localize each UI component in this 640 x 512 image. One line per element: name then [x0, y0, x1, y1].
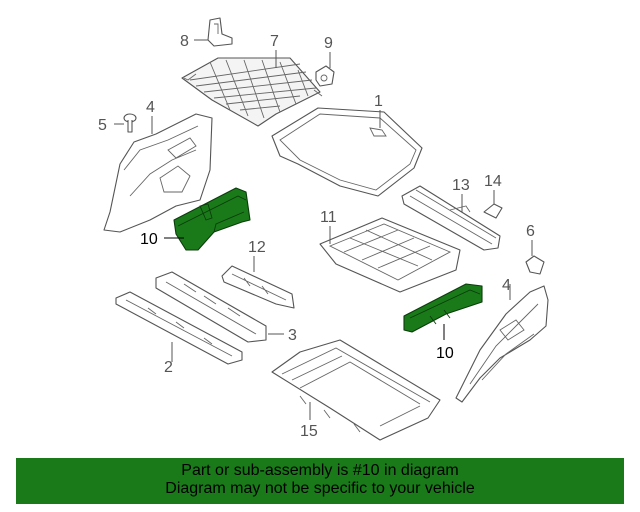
callout-4a[interactable]: 4 [146, 99, 155, 116]
callout-7[interactable]: 7 [270, 33, 279, 50]
part-3-rail [155, 271, 267, 343]
callout-9[interactable]: 9 [324, 35, 333, 52]
banner-line-2: Diagram may not be specific to your vehi… [165, 480, 475, 497]
callout-12[interactable]: 12 [248, 239, 266, 256]
part-10-left-highlighted [173, 187, 251, 251]
callout-10-right[interactable]: 10 [436, 345, 454, 362]
part-12-bracket [221, 265, 295, 309]
part-11-cargo-tray [319, 217, 461, 293]
callout-1[interactable]: 1 [374, 93, 383, 110]
callout-10-left[interactable]: 10 [140, 231, 158, 248]
part-4-right-trim [455, 285, 549, 403]
part-10-right-highlighted [403, 283, 483, 333]
part-7-cargo-net [181, 57, 323, 127]
callout-6[interactable]: 6 [526, 223, 535, 240]
callout-4b[interactable]: 4 [502, 277, 511, 294]
part-6-fastener [525, 255, 545, 275]
parts-diagram: 8 7 9 1 5 4 10 [98, 17, 549, 441]
banner-line-1: Part or sub-assembly is #10 in diagram [181, 462, 459, 479]
part-14-clip [483, 203, 503, 219]
part-2-floor-support [115, 291, 243, 365]
callout-14[interactable]: 14 [484, 173, 502, 190]
part-5-clip [123, 113, 137, 133]
callout-2[interactable]: 2 [164, 359, 173, 376]
callout-15[interactable]: 15 [300, 423, 318, 440]
part-9-hook [315, 65, 335, 87]
part-15-cargo-cover [271, 339, 441, 441]
callout-8[interactable]: 8 [180, 33, 189, 50]
callout-5[interactable]: 5 [98, 117, 107, 134]
part-4-left-trim [103, 113, 213, 233]
callout-13[interactable]: 13 [452, 177, 470, 194]
part-8-bracket [207, 17, 233, 47]
callout-3[interactable]: 3 [288, 327, 297, 344]
part-1-floor-cover [271, 107, 423, 197]
part-13-sill-plate [401, 185, 501, 251]
callout-11[interactable]: 11 [320, 209, 337, 226]
info-banner: Part or sub-assembly is #10 in diagram D… [16, 458, 624, 504]
